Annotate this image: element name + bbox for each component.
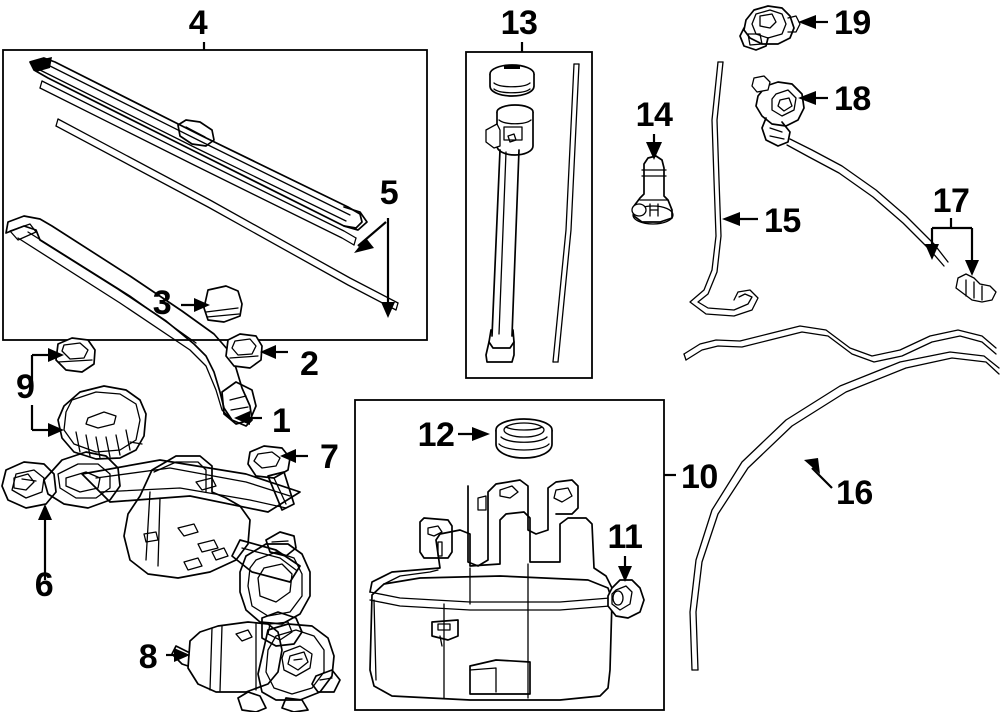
washer-nozzle — [631, 155, 674, 225]
hose-connector — [955, 273, 997, 303]
callout-number-1: 1 — [272, 402, 290, 440]
leader-7 — [280, 449, 308, 463]
callout-number-10: 10 — [681, 458, 718, 496]
leader-15 — [722, 212, 758, 226]
callout-number-19: 19 — [834, 4, 871, 42]
cowl-bracket — [57, 385, 147, 460]
callout-number-5: 5 — [380, 174, 398, 212]
callout-number-12: 12 — [418, 416, 455, 454]
callout-number-6: 6 — [35, 566, 53, 604]
callout-number-16: 16 — [836, 474, 873, 512]
washer-reservoir-tank — [369, 479, 613, 701]
reservoir-grommet — [607, 579, 645, 619]
leader-6 — [38, 504, 52, 580]
wiper-blade-refill-upper — [39, 80, 357, 246]
callout-number-14: 14 — [636, 96, 673, 134]
linkage-bolt — [247, 445, 295, 511]
group-box-4 — [2, 49, 428, 341]
callout-number-7: 7 — [320, 438, 338, 476]
callout-number-13: 13 — [501, 4, 538, 42]
wiper-arm — [5, 215, 257, 427]
wiper-linkage — [1, 451, 311, 647]
cowl-grommet — [55, 337, 96, 373]
washer-hose-short — [689, 61, 759, 317]
leader-1 — [234, 411, 262, 425]
leader-18 — [798, 91, 828, 105]
callout-number-18: 18 — [834, 80, 871, 118]
group-box-10 — [354, 399, 665, 711]
leader-3 — [181, 298, 210, 312]
leader-16 — [804, 458, 833, 489]
leader-11 — [618, 556, 632, 582]
callout-number-9: 9 — [16, 368, 34, 406]
leader-9 — [30, 348, 64, 437]
wiper-motor — [171, 621, 341, 712]
callout-number-4: 4 — [189, 4, 208, 42]
wiper-arm-nut — [225, 333, 263, 369]
group-box-13 — [465, 51, 593, 379]
leader-8 — [166, 648, 190, 662]
wiper-arm-cap — [203, 285, 243, 323]
washer-pump — [751, 75, 805, 147]
leader-17 — [925, 218, 979, 276]
wiper-blade-assembly — [29, 57, 368, 231]
washer-hose-long — [683, 138, 1000, 671]
callout-number-3: 3 — [153, 284, 171, 322]
callout-number-11: 11 — [608, 518, 643, 556]
leader-5 — [354, 218, 395, 318]
washer-pump-connector — [739, 5, 801, 51]
callout-number-2: 2 — [300, 345, 318, 383]
callout-number-15: 15 — [764, 202, 801, 240]
leader-19 — [798, 15, 828, 29]
filler-neck-assembly — [485, 63, 580, 363]
leader-12 — [458, 427, 490, 441]
leader-2 — [260, 345, 288, 359]
wiper-blade-refill-lower — [55, 118, 399, 311]
leader-14 — [646, 134, 662, 160]
reservoir-cap — [495, 418, 553, 459]
callout-number-8: 8 — [139, 638, 157, 676]
callout-number-17: 17 — [933, 182, 970, 220]
